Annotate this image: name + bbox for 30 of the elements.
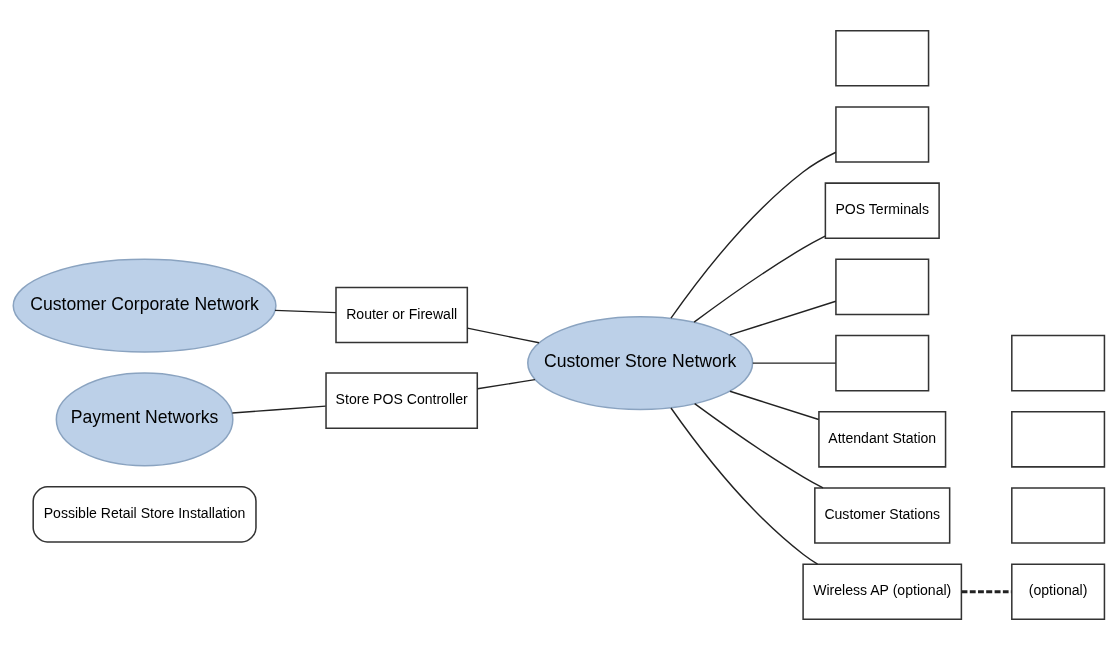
node-ellipse: Customer Store Network	[527, 315, 754, 410]
connector	[729, 390, 820, 420]
connector	[961, 589, 1012, 593]
node-box: Router or Firewall	[335, 286, 469, 343]
connector	[670, 406, 819, 565]
node-box: POS Terminals	[824, 181, 940, 239]
node-box: Attendant Station	[818, 410, 947, 468]
connector	[476, 378, 536, 389]
connector	[729, 300, 837, 336]
connector	[670, 151, 837, 319]
connector	[693, 402, 824, 489]
node-box: Wireless AP (optional)	[802, 562, 963, 620]
node-box	[1011, 334, 1106, 391]
node-box: (optional)	[1011, 562, 1106, 620]
connector	[752, 361, 837, 364]
node-box	[835, 258, 930, 315]
node-ellipse: Customer Corporate Network	[12, 258, 277, 353]
node-box	[835, 334, 930, 391]
node-box	[835, 29, 930, 87]
node-box: Possible Retail Store Installation	[32, 485, 257, 543]
node-box	[1011, 410, 1106, 468]
connector	[274, 309, 337, 313]
node-box	[1011, 486, 1106, 544]
connector	[466, 326, 540, 343]
node-box: Store POS Controller	[325, 371, 479, 429]
connector	[231, 404, 327, 414]
connector	[693, 235, 826, 323]
node-ellipse: Payment Networks	[55, 371, 234, 466]
node-box: Customer Stations	[814, 486, 951, 544]
node-box	[835, 105, 930, 163]
